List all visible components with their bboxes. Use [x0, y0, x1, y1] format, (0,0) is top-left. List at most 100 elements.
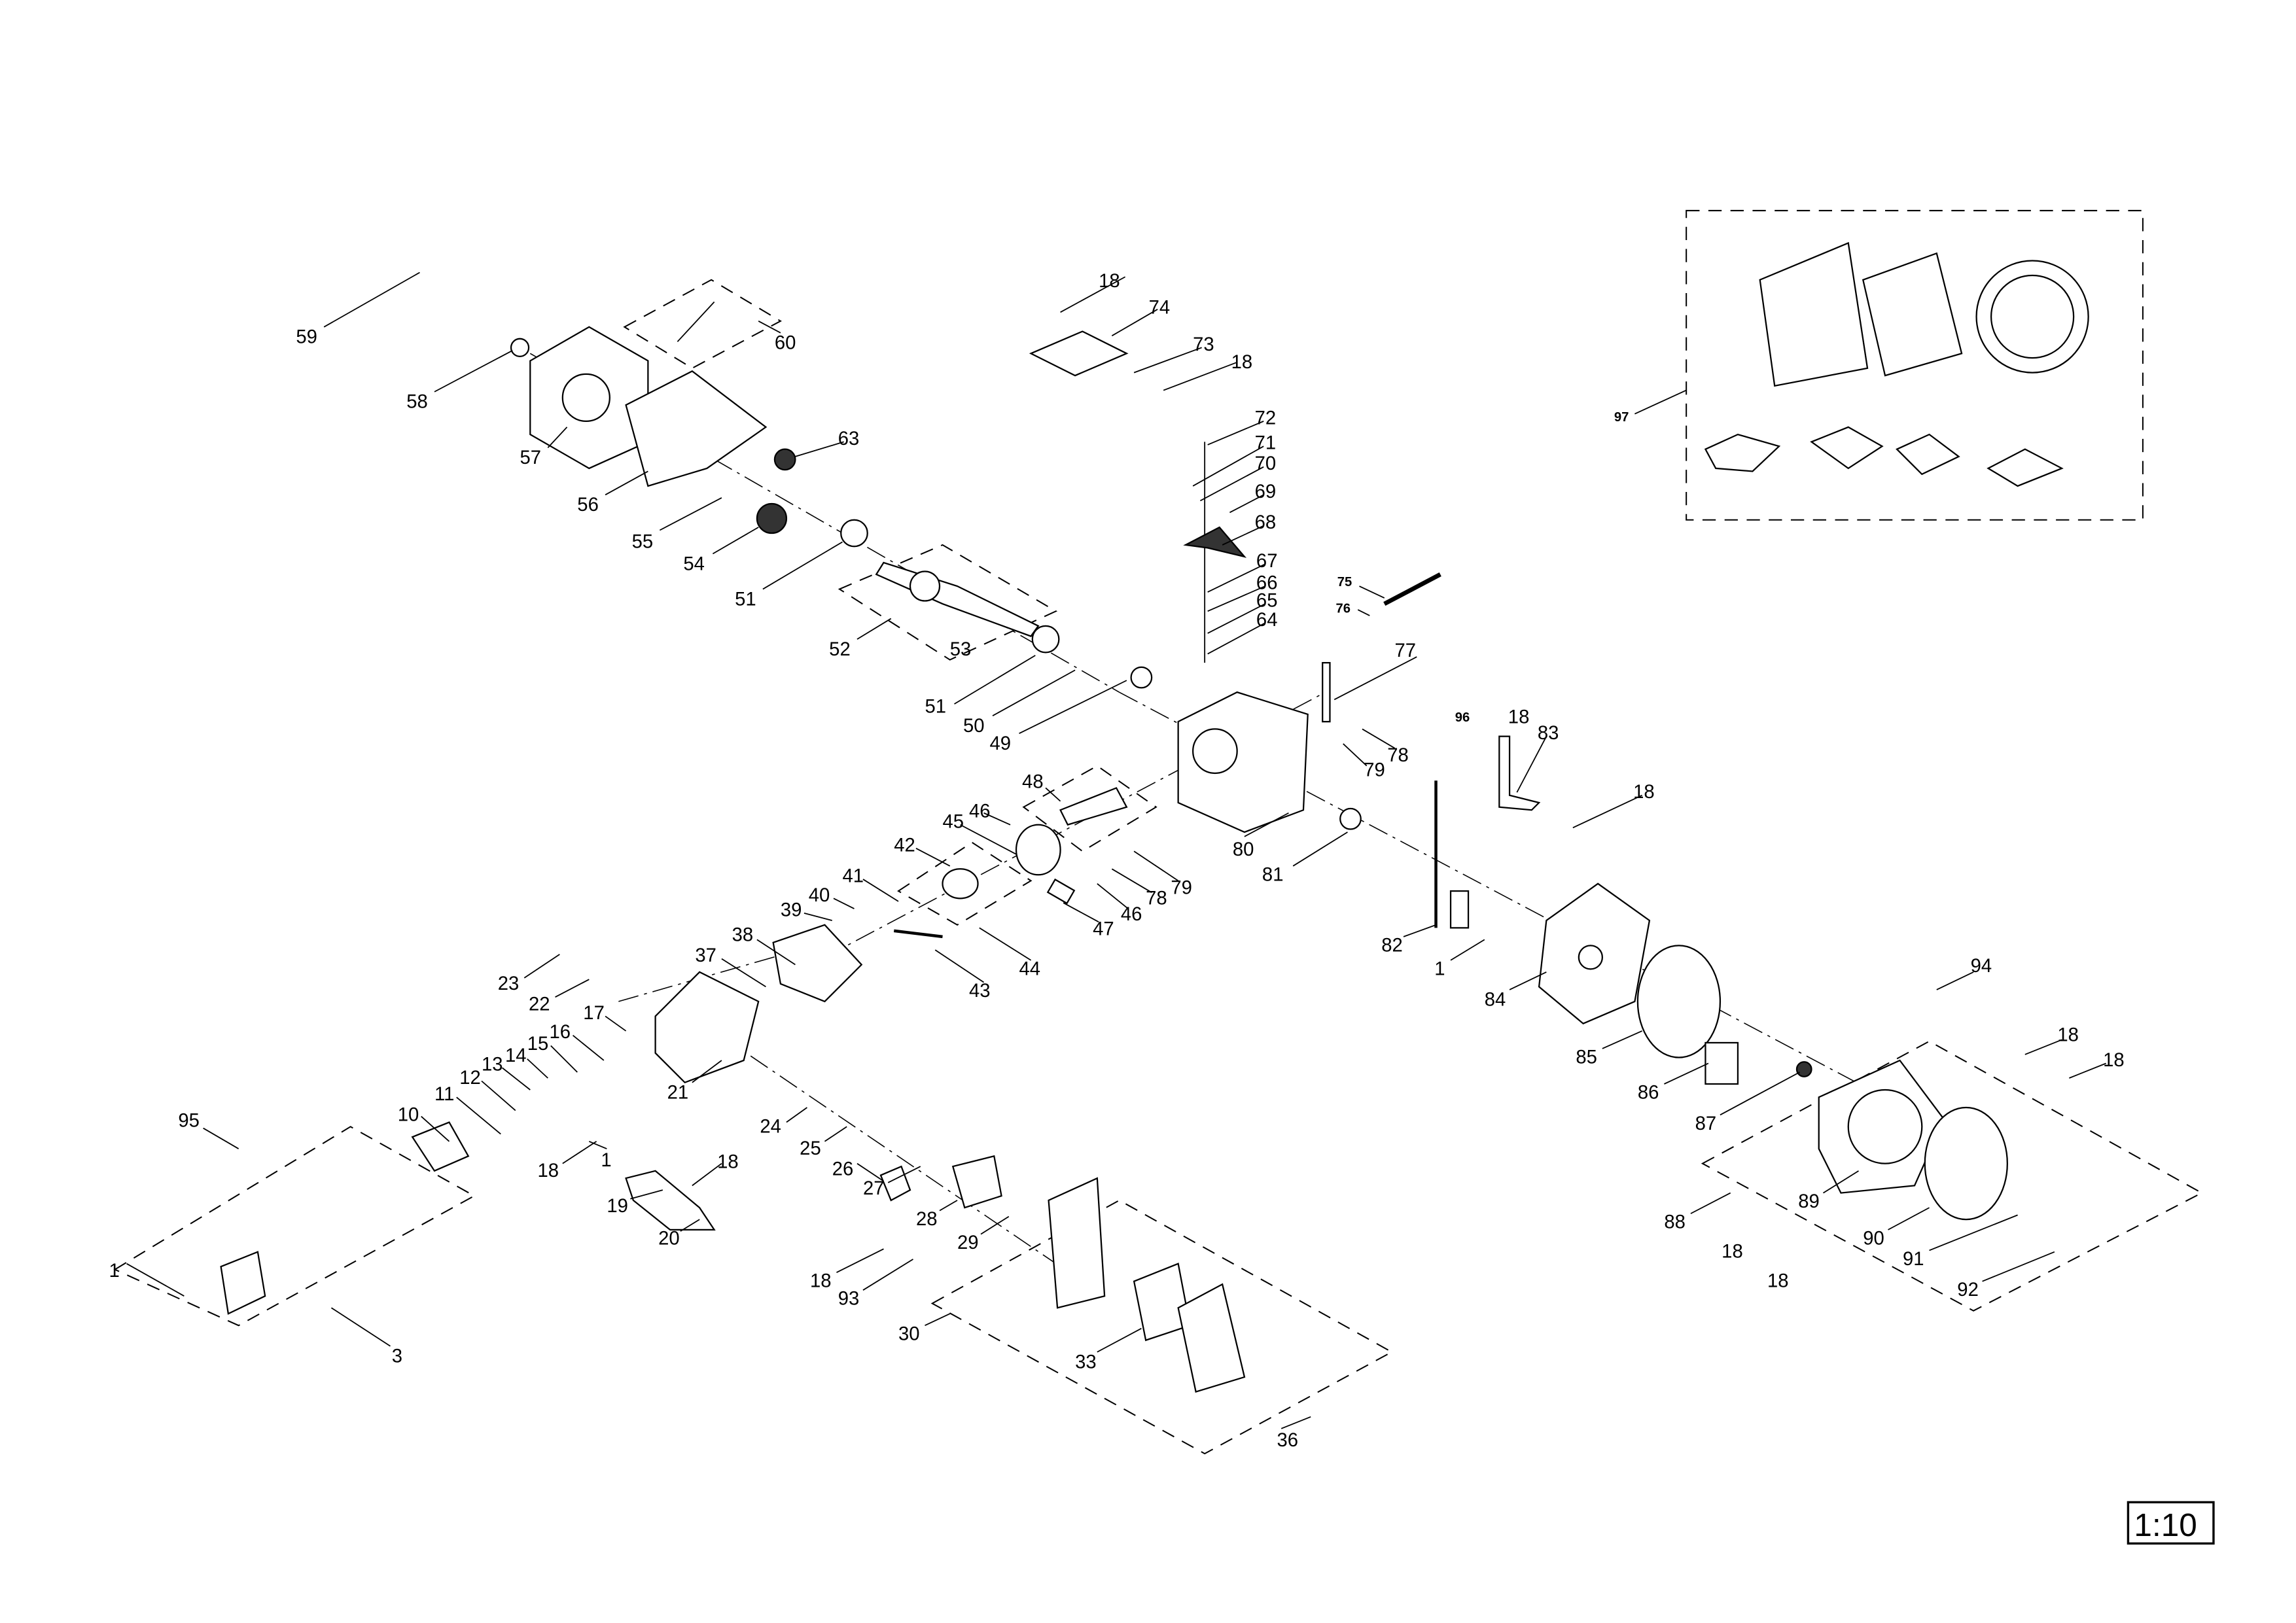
callout: 44	[1019, 958, 1041, 979]
callout: 86	[1638, 1083, 1659, 1104]
callout: 18	[810, 1271, 832, 1292]
callout: 28	[916, 1209, 938, 1230]
callout: 88	[1664, 1212, 1686, 1233]
callout: 19	[607, 1196, 628, 1217]
callout: 51	[925, 697, 947, 718]
rod-75	[1383, 572, 1441, 606]
callout: 79	[1364, 759, 1385, 780]
callout: 18	[717, 1151, 739, 1172]
pushrods-43	[893, 929, 943, 939]
dipstick-60	[677, 301, 715, 342]
callout: 82	[1381, 935, 1403, 956]
callout: 94	[1971, 956, 1992, 977]
head-gasket-38	[772, 924, 863, 1003]
callout: 12	[459, 1068, 481, 1089]
muffler-cover-19	[625, 1170, 716, 1231]
callout: 93	[838, 1289, 860, 1310]
callout: 51	[735, 589, 756, 610]
callout: 89	[1798, 1191, 1820, 1212]
callout: 50	[963, 716, 985, 737]
cup-86	[1704, 1041, 1739, 1085]
callout: 18	[1508, 707, 1530, 727]
callout: 58	[406, 392, 428, 413]
gasket-10	[411, 1121, 470, 1172]
callout: 18	[1099, 271, 1120, 292]
callout: 26	[832, 1159, 854, 1180]
callout: 75	[1337, 575, 1352, 589]
callout: 53	[950, 639, 972, 660]
callout: 41	[842, 866, 864, 887]
callout: 18	[1633, 782, 1655, 803]
callout: 67	[1256, 551, 1278, 572]
callout: 81	[1262, 864, 1284, 885]
callout: 1	[1434, 958, 1445, 979]
air-filter-base-30	[1048, 1177, 1106, 1309]
callout: 42	[894, 835, 915, 856]
callout: 25	[800, 1138, 821, 1159]
callout: 57	[520, 447, 542, 468]
breather-97a	[1759, 241, 1869, 387]
callout: 43	[969, 981, 991, 1002]
callout: 10	[398, 1104, 419, 1125]
callout: 72	[1255, 408, 1277, 428]
spring-77	[1322, 661, 1331, 723]
callout: 69	[1255, 481, 1277, 502]
callout: 80	[1233, 839, 1254, 860]
callout: 77	[1395, 640, 1417, 661]
callout: 20	[658, 1228, 680, 1249]
callout: 11	[434, 1084, 454, 1105]
callout: 47	[1093, 919, 1114, 940]
callout: 95	[178, 1110, 200, 1131]
piston-45	[1015, 824, 1061, 876]
callout: 1	[601, 1150, 611, 1171]
engine-block-80	[1177, 691, 1309, 833]
callout: 18	[538, 1161, 559, 1181]
callout: 63	[838, 428, 860, 449]
air-filter-33	[1133, 1263, 1191, 1342]
callout: 85	[1576, 1047, 1597, 1068]
callout: 16	[550, 1022, 571, 1043]
callout: 91	[1903, 1249, 1924, 1270]
callout: 22	[529, 994, 550, 1015]
governor-arm-68	[1183, 526, 1247, 558]
group-48	[1022, 765, 1157, 852]
callout: 3	[392, 1346, 402, 1367]
callout: 79	[1171, 878, 1192, 899]
callout-labels: 59 58 57 56 55 54 51 63 60 52 53 51 50 4…	[109, 271, 2125, 1451]
gear-63	[773, 448, 796, 471]
air-filter-cover	[1177, 1283, 1246, 1393]
callout: 55	[632, 532, 654, 553]
carburetor-28	[951, 1155, 1002, 1209]
oil-seal-81	[1339, 807, 1362, 830]
callout: 1	[109, 1261, 120, 1282]
callout: 60	[775, 333, 796, 354]
callout: 59	[296, 327, 317, 348]
callout: 27	[863, 1178, 885, 1199]
intake-26	[879, 1165, 911, 1202]
callout: 45	[943, 811, 964, 832]
group-60	[623, 279, 782, 370]
callout: 46	[969, 801, 991, 822]
bracket-83	[1498, 735, 1541, 811]
group-95	[113, 1126, 476, 1327]
callout: 18	[1722, 1242, 1743, 1263]
callout: 92	[1957, 1280, 1979, 1300]
callout: 36	[1277, 1430, 1298, 1451]
callout: 14	[505, 1045, 527, 1066]
valve-cover-95	[220, 1251, 266, 1315]
group-52	[838, 544, 1058, 661]
gasket-97b	[1862, 252, 1963, 377]
parts	[220, 241, 2089, 1393]
callout: 24	[760, 1116, 781, 1137]
connecting-rod-48	[1059, 787, 1128, 826]
callout: 64	[1256, 610, 1278, 631]
group-88	[1701, 1040, 2204, 1312]
scale-indicator: 1:10	[2127, 1501, 2215, 1545]
callout: 30	[898, 1324, 920, 1345]
callout: 65	[1256, 591, 1278, 612]
callout: 37	[695, 945, 716, 966]
callout: 83	[1538, 723, 1559, 744]
callout: 78	[1146, 888, 1167, 909]
callout: 18	[2103, 1050, 2125, 1071]
